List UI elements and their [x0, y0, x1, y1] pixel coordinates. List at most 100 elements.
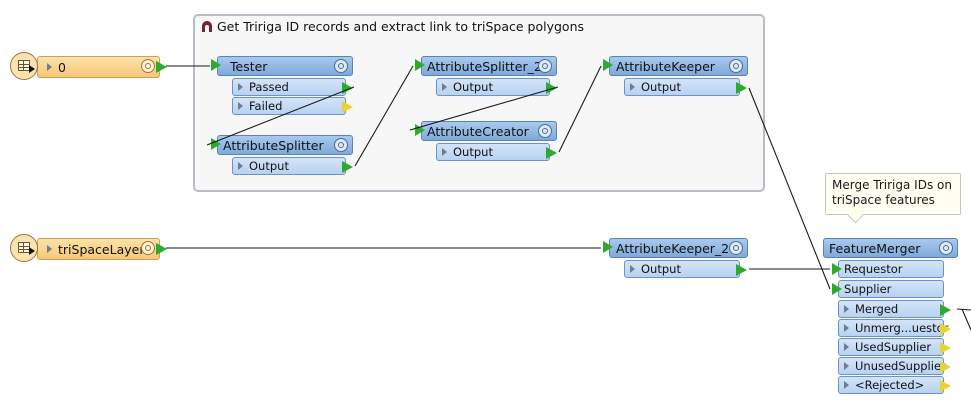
output-port-arrow[interactable] — [736, 264, 747, 276]
expand-icon[interactable] — [442, 148, 447, 156]
transformer-label: AttributeKeeper_2 — [616, 241, 730, 256]
gear-icon[interactable] — [729, 241, 743, 255]
expand-icon[interactable] — [630, 83, 635, 91]
port-output[interactable]: Output — [436, 78, 557, 96]
output-port-arrow[interactable] — [546, 147, 557, 159]
gear-icon[interactable] — [538, 59, 552, 73]
annotation-line: triSpace features — [832, 193, 935, 207]
input-port-arrow[interactable] — [832, 263, 842, 275]
expand-icon[interactable] — [630, 265, 635, 273]
port-label: UnusedSupplier — [855, 359, 946, 373]
transformer-tester[interactable]: Tester — [211, 56, 353, 76]
port-label: Output — [641, 80, 681, 94]
wire-merged-out — [956, 308, 971, 311]
output-port-arrow[interactable] — [736, 82, 747, 94]
bookmark-title: Get Tririga ID records and extract link … — [217, 19, 584, 34]
transformer-label: AttributeSplitter — [223, 138, 324, 153]
transformer-label: FeatureMerger — [829, 241, 921, 256]
port-label: Merged — [855, 302, 899, 316]
transformer-label: AttributeKeeper — [616, 59, 715, 74]
unconnected-port-arrow[interactable] — [940, 342, 951, 354]
expand-icon[interactable] — [238, 83, 243, 91]
unconnected-port-arrow[interactable] — [940, 323, 951, 335]
gear-icon[interactable] — [939, 241, 953, 255]
port-label: Output — [249, 159, 289, 173]
transformer-attributecreator[interactable]: AttributeCreator — [415, 121, 557, 141]
table-reader-icon — [10, 234, 38, 262]
transformer-attributekeeper[interactable]: AttributeKeeper — [603, 56, 748, 76]
port-output[interactable]: Output — [436, 143, 557, 161]
transformer-label: Tester — [230, 59, 268, 74]
gear-icon[interactable] — [729, 59, 743, 73]
input-port-arrow[interactable] — [415, 59, 425, 71]
wire-merged-out-2 — [961, 308, 971, 331]
output-port-arrow[interactable] — [342, 82, 353, 94]
expand-icon[interactable] — [238, 162, 243, 170]
port-rejected[interactable]: <Rejected> — [838, 376, 951, 394]
port-label: Failed — [249, 99, 283, 113]
port-label: Passed — [249, 80, 289, 94]
expand-icon[interactable] — [844, 381, 849, 389]
port-label: Requestor — [844, 262, 903, 276]
table-reader-icon — [10, 52, 38, 80]
expand-icon[interactable] — [844, 305, 849, 313]
port-unmerged-requestor[interactable]: Unmerg...uestor — [838, 319, 951, 337]
reader-trispacelayer[interactable]: triSpaceLayer — [37, 238, 167, 260]
output-port-arrow[interactable] — [342, 161, 353, 173]
annotation-line: Merge Tririga IDs on — [832, 178, 952, 192]
transformer-attributesplitter-2[interactable]: AttributeSplitter_2 — [415, 56, 557, 76]
expand-icon[interactable] — [47, 63, 52, 71]
port-merged[interactable]: Merged — [838, 300, 951, 318]
input-port-arrow[interactable] — [832, 283, 842, 295]
transformer-attributekeeper-2[interactable]: AttributeKeeper_2 — [603, 238, 748, 258]
expand-icon[interactable] — [238, 102, 243, 110]
reader-0[interactable]: 0 — [37, 56, 167, 78]
bookmark-icon — [202, 21, 212, 32]
port-label: Unmerg...uestor — [855, 321, 949, 335]
port-requestor[interactable]: Requestor — [832, 260, 944, 278]
port-label: Output — [453, 145, 493, 159]
input-port-arrow[interactable] — [211, 59, 221, 71]
input-port-arrow[interactable] — [211, 138, 221, 150]
transformer-label: AttributeSplitter_2 — [427, 59, 542, 74]
port-output[interactable]: Output — [624, 78, 747, 96]
port-supplier[interactable]: Supplier — [832, 280, 944, 298]
port-passed[interactable]: Passed — [232, 78, 353, 96]
port-unusedsupplier[interactable]: UnusedSupplier — [838, 357, 951, 375]
output-port-arrow[interactable] — [156, 243, 167, 255]
output-port-arrow[interactable] — [156, 61, 167, 73]
transformer-attributesplitter[interactable]: AttributeSplitter — [211, 135, 353, 155]
port-usedsupplier[interactable]: UsedSupplier — [838, 338, 951, 356]
reader-label: 0 — [58, 60, 66, 75]
port-output[interactable]: Output — [232, 157, 353, 175]
port-output[interactable]: Output — [624, 260, 747, 278]
expand-icon[interactable] — [844, 362, 849, 370]
transformer-featuremerger[interactable]: FeatureMerger — [823, 238, 958, 258]
input-port-arrow[interactable] — [603, 59, 613, 71]
reader-label: triSpaceLayer — [58, 242, 145, 257]
gear-icon[interactable] — [334, 138, 348, 152]
output-port-arrow[interactable] — [940, 304, 951, 316]
unconnected-port-arrow[interactable] — [940, 361, 951, 373]
transformer-label: AttributeCreator — [427, 124, 529, 139]
port-label: <Rejected> — [855, 378, 925, 392]
unconnected-port-arrow[interactable] — [342, 101, 353, 113]
output-port-arrow[interactable] — [546, 82, 557, 94]
gear-icon[interactable] — [538, 124, 552, 138]
port-failed[interactable]: Failed — [232, 97, 353, 115]
gear-icon[interactable] — [141, 241, 155, 255]
bookmark-title-bar[interactable]: Get Tririga ID records and extract link … — [195, 16, 763, 38]
port-label: Output — [453, 80, 493, 94]
expand-icon[interactable] — [844, 343, 849, 351]
input-port-arrow[interactable] — [603, 241, 613, 253]
annotation-note[interactable]: Merge Tririga IDs on triSpace features — [825, 173, 961, 224]
expand-icon[interactable] — [442, 83, 447, 91]
expand-icon[interactable] — [47, 245, 52, 253]
gear-icon[interactable] — [141, 59, 155, 73]
gear-icon[interactable] — [334, 59, 348, 73]
expand-icon[interactable] — [844, 324, 849, 332]
port-label: UsedSupplier — [855, 340, 932, 354]
input-port-arrow[interactable] — [415, 124, 425, 136]
port-label: Output — [641, 262, 681, 276]
unconnected-port-arrow[interactable] — [940, 380, 951, 392]
